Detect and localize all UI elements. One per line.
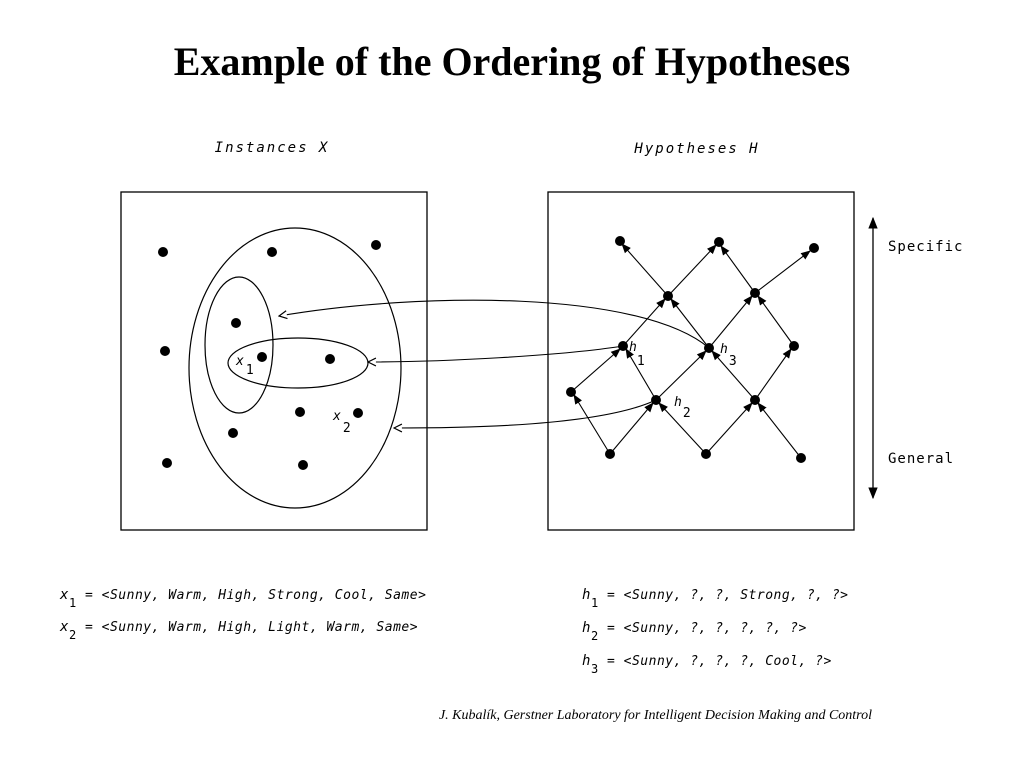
hypothesis-point — [750, 288, 760, 298]
page-title: Example of the Ordering of Hypotheses — [173, 39, 851, 84]
instance-point — [325, 354, 335, 364]
x2-tuple: = <Sunny, Warm, High, Light, Warm, Same> — [85, 620, 419, 635]
hypothesis-point — [566, 387, 576, 397]
hypothesis-point — [750, 395, 760, 405]
lattice-edge — [625, 348, 657, 401]
h2-to-outer-ellipse-arrow — [394, 399, 657, 428]
ordering-diagram: Instances X Hypotheses H x1 x2 — [120, 140, 963, 531]
h3-subscript: 3 — [590, 662, 599, 676]
lattice-edge — [670, 298, 710, 349]
h2-tuple: = <Sunny, ?, ?, ?, ?, ?> — [607, 621, 807, 636]
lattice-edge — [720, 245, 756, 294]
mapping-arrows — [279, 299, 710, 428]
hypothesis-point — [796, 453, 806, 463]
h3-label: h3 — [720, 342, 737, 369]
instance-point — [231, 318, 241, 328]
hypothesis-point — [605, 449, 615, 459]
footer-credit: J. Kubalík, Gerstner Laboratory for Inte… — [438, 708, 872, 723]
h2-label: h2 — [674, 395, 691, 421]
outer-ellipse — [188, 227, 402, 509]
lattice-edge — [622, 298, 666, 347]
x1-symbol: x — [60, 587, 69, 603]
instance-points — [158, 240, 381, 470]
lattice-edge — [757, 402, 802, 459]
x1-tuple: = <Sunny, Warm, High, Strong, Cool, Same… — [85, 588, 427, 603]
instance-point — [267, 247, 277, 257]
specific-label: Specific — [888, 239, 963, 255]
lattice-edge — [667, 244, 717, 297]
hypothesis-point — [714, 237, 724, 247]
h1-symbol: h — [582, 587, 591, 603]
lattice-edge — [621, 243, 669, 297]
instance-point — [160, 346, 170, 356]
instance-point-x2 — [353, 408, 363, 418]
vertical-ellipse — [204, 276, 274, 414]
h1-to-horizontal-ellipse-arrow — [368, 345, 624, 362]
h2-subscript: 2 — [590, 629, 599, 643]
h3-definition: h3 = <Sunny, ?, ?, ?, Cool, ?> — [582, 653, 832, 676]
hypothesis-point — [809, 243, 819, 253]
h1-label: h1 — [629, 340, 645, 369]
h3-to-vertical-ellipse-arrow — [279, 299, 710, 349]
lattice-edges — [570, 243, 811, 459]
hypothesis-point — [701, 449, 711, 459]
lattice-edge — [705, 402, 753, 455]
x1-label: x1 — [235, 354, 254, 378]
lattice-edge — [757, 295, 795, 347]
lattice-edge — [754, 250, 811, 294]
instance-point — [158, 247, 168, 257]
hypotheses-box — [547, 191, 855, 531]
h3-tuple: = <Sunny, ?, ?, ?, Cool, ?> — [607, 654, 832, 669]
lattice-edge — [573, 394, 611, 455]
lattice-edge — [658, 402, 707, 455]
instance-point — [162, 458, 172, 468]
instance-point — [228, 428, 238, 438]
hypothesis-point — [615, 236, 625, 246]
hypotheses-panel-label: Hypotheses H — [633, 141, 759, 157]
instance-point — [298, 460, 308, 470]
x2-definition: x2 = <Sunny, Warm, High, Light, Warm, Sa… — [60, 619, 419, 642]
general-label: General — [888, 451, 954, 467]
x1-definition: x1 = <Sunny, Warm, High, Strong, Cool, S… — [60, 587, 427, 610]
lattice-edge — [609, 402, 654, 455]
hypothesis-points — [566, 236, 819, 463]
lattice-edge — [754, 348, 792, 401]
h3-symbol: h — [582, 653, 591, 669]
hypothesis-point — [663, 291, 673, 301]
x2-subscript: 2 — [68, 628, 77, 642]
lattice-edge — [708, 295, 753, 349]
lattice-edge — [655, 350, 707, 401]
h1-definition: h1 = <Sunny, ?, ?, Strong, ?, ?> — [582, 587, 849, 610]
h1-subscript: 1 — [590, 596, 599, 610]
lattice-edge — [711, 350, 756, 401]
instances-panel-label: Instances X — [215, 140, 330, 156]
lattice-edge — [570, 348, 621, 393]
x2-label: x2 — [332, 409, 351, 436]
h1-tuple: = <Sunny, ?, ?, Strong, ?, ?> — [607, 588, 849, 603]
instance-point — [371, 240, 381, 250]
instance-point — [295, 407, 305, 417]
h2-symbol: h — [582, 620, 591, 636]
x1-subscript: 1 — [68, 596, 77, 610]
instance-point-x1 — [257, 352, 267, 362]
hypothesis-point — [789, 341, 799, 351]
x2-symbol: x — [60, 619, 69, 635]
instances-box — [120, 191, 428, 531]
h2-definition: h2 = <Sunny, ?, ?, ?, ?, ?> — [582, 620, 807, 643]
